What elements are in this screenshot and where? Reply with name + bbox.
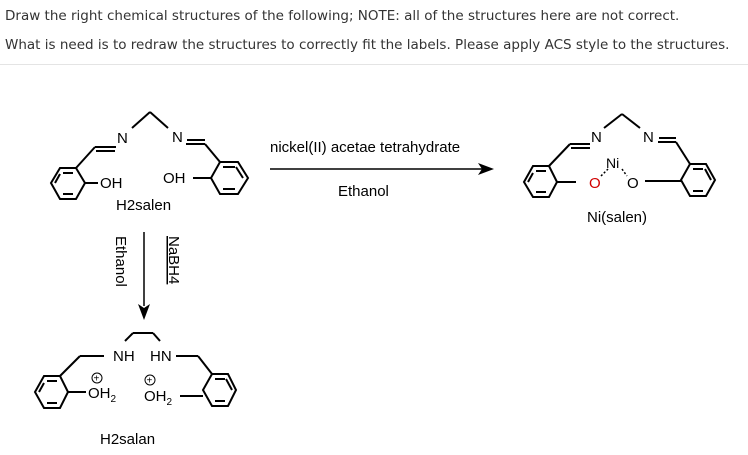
atom-o-right: O: [627, 175, 639, 192]
reagent-nickel-acetate: nickel(II) acetae tetrahydrate: [270, 139, 460, 156]
charge-plus-left: +: [94, 374, 100, 385]
reagent-nabh4: NaBH4: [165, 236, 182, 284]
question-line-1: Draw the right chemical structures of th…: [5, 8, 680, 24]
atom-oh-left: OH: [100, 175, 123, 192]
atom-o-left: O: [589, 175, 601, 192]
ni-salen-labels: N N Ni O O Ni(salen): [587, 129, 654, 226]
h2salan-structure: [33, 332, 238, 409]
question-line-2: What is need is to redraw the structures…: [5, 37, 730, 53]
atom-n-left: N: [591, 129, 602, 146]
h2salen-labels: N N OH OH H2salen: [100, 129, 186, 214]
label-ni-salen: Ni(salen): [587, 209, 647, 226]
atom-hn: HN: [150, 348, 172, 365]
arrow-down: [138, 232, 150, 320]
atom-ni: Ni: [606, 155, 619, 171]
h2salen-structure: [49, 111, 250, 200]
solvent-ethanol-right: Ethanol: [338, 183, 389, 200]
atom-n-right: N: [643, 129, 654, 146]
solvent-ethanol-down: Ethanol: [112, 236, 129, 287]
charge-plus-right: +: [147, 376, 153, 387]
atom-nh: NH: [113, 348, 135, 365]
label-h2salen: H2salen: [116, 197, 171, 214]
atom-oh2-left: OH2: [88, 385, 117, 405]
atom-n-right: N: [172, 129, 183, 146]
atom-oh-right: OH: [163, 170, 186, 187]
label-h2salan: H2salan: [100, 431, 155, 448]
ni-salen-structure: [522, 113, 717, 198]
arrow-right: [270, 163, 494, 175]
divider: [0, 64, 748, 65]
atom-n-left: N: [117, 130, 128, 147]
atom-oh2-right: OH2: [144, 388, 173, 408]
h2salan-labels: NH HN + + OH2 OH2 H2salan: [88, 348, 173, 448]
